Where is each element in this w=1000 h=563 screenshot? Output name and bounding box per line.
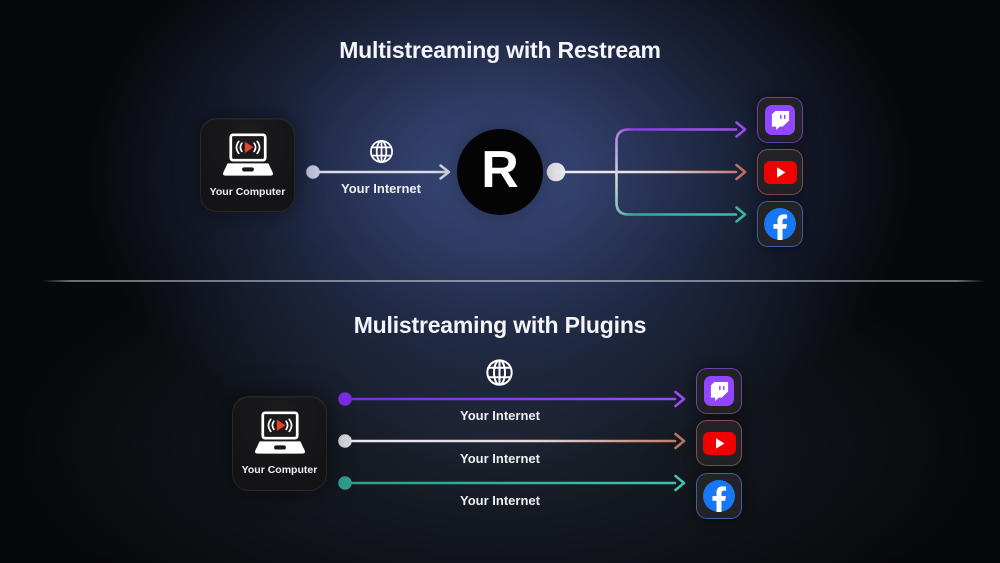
computer-card-label-top: Your Computer	[209, 185, 286, 198]
computer-card-label-bottom: Your Computer	[241, 464, 318, 476]
your-computer-card-bottom: Your Computer	[232, 396, 327, 491]
bottom-section-title: Mulistreaming with Plugins	[353, 312, 647, 338]
your-computer-card-top: Your Computer	[200, 118, 295, 212]
internet-label-line-3: Your Internet	[460, 493, 540, 508]
youtube-icon	[763, 160, 797, 184]
line-plugin-to-youtube	[338, 432, 686, 450]
line-restream-to-twitch	[615, 121, 747, 174]
line-restream-to-facebook	[615, 170, 747, 223]
internet-label-line-2: Your Internet	[460, 451, 540, 466]
globe-icon-bottom	[486, 359, 513, 386]
restream-logo-letter: R	[481, 141, 519, 199]
line-restream-to-youtube	[546, 162, 747, 182]
line-computer-to-restream	[306, 164, 451, 180]
top-section-title: Multistreaming with Restream	[339, 37, 661, 63]
youtube-card-top	[757, 149, 803, 195]
internet-label-line-1: Your Internet	[460, 408, 540, 423]
facebook-card-top	[757, 201, 803, 247]
facebook-icon	[703, 480, 735, 512]
youtube-card-bottom	[696, 420, 742, 466]
line-plugin-to-twitch	[338, 390, 686, 408]
line-plugin-to-facebook	[338, 474, 686, 492]
laptop-stream-icon	[222, 132, 273, 176]
section-divider	[42, 280, 985, 282]
globe-icon-top	[370, 140, 393, 163]
twitch-icon	[704, 376, 734, 406]
restream-logo: R	[457, 129, 543, 215]
youtube-icon	[702, 431, 736, 455]
laptop-stream-icon	[254, 411, 305, 454]
twitch-card-top	[757, 97, 803, 143]
twitch-icon	[765, 105, 795, 135]
twitch-card-bottom	[696, 368, 742, 414]
internet-label-top: Your Internet	[341, 181, 421, 196]
facebook-card-bottom	[696, 473, 742, 519]
facebook-icon	[764, 208, 796, 240]
